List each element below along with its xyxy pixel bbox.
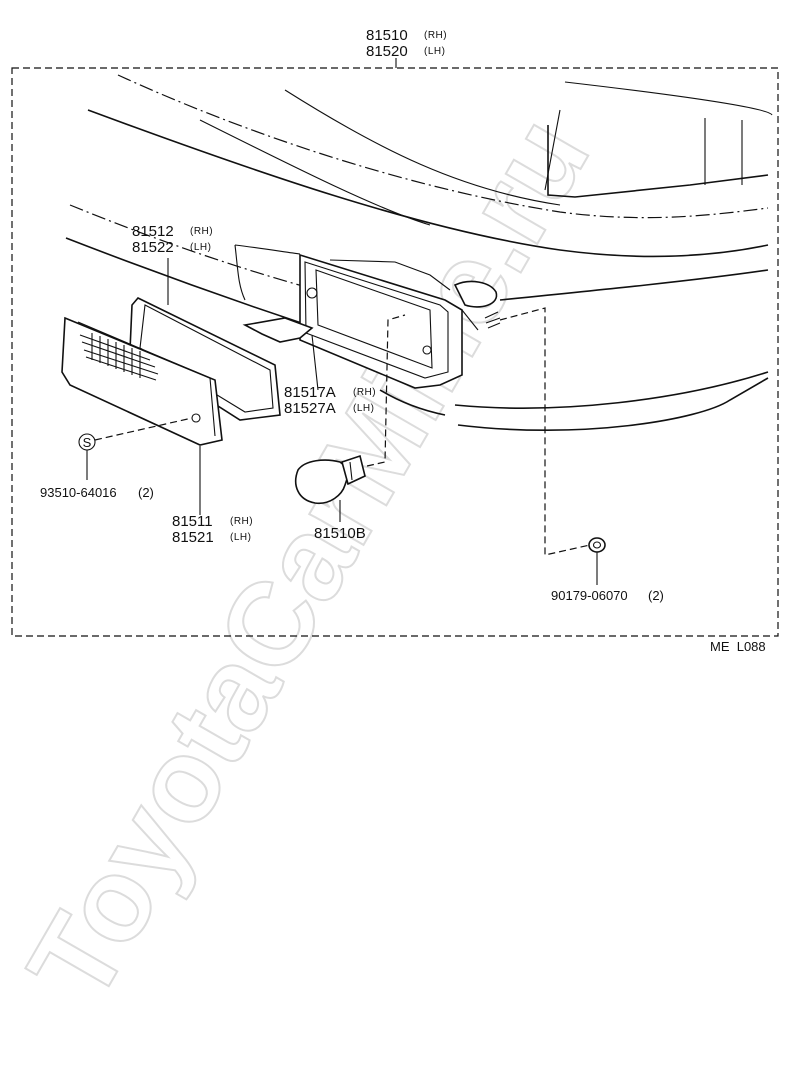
screw-symbol: S	[83, 435, 92, 450]
label-lens: 81511 (RH) 81521 (LH)	[172, 513, 253, 546]
label-bulb: 81510B	[314, 525, 366, 542]
nut-qty: (2)	[648, 588, 664, 603]
label-gasket: 81512 (RH) 81522 (LH)	[132, 223, 213, 256]
label-screw: 93510-64016 (2)	[40, 485, 154, 500]
gasket-side: (RH)	[190, 226, 213, 237]
bracket-side: (RH)	[353, 387, 376, 398]
screw: S	[78, 433, 96, 451]
bracket	[242, 317, 314, 343]
gasket-part-no-2: 81522	[132, 239, 174, 256]
gasket-side-2: (LH)	[190, 242, 211, 253]
assembly-part-no-2: 81520	[366, 43, 408, 60]
lens-part-no-2: 81521	[172, 529, 214, 546]
lens-texture	[79, 333, 159, 381]
nut-part-no: 90179-06070	[551, 588, 628, 603]
bulb	[294, 454, 366, 505]
bracket-side-2: (LH)	[353, 403, 374, 414]
assembly-side: (RH)	[424, 30, 447, 41]
screw-qty: (2)	[138, 485, 154, 500]
bulb-part-no: 81510B	[314, 525, 366, 542]
gasket	[129, 297, 281, 421]
watermark-text: ToyotaCarMine.ru	[3, 96, 614, 1023]
label-bracket: 81517A (RH) 81527A (LH)	[284, 384, 376, 417]
gasket-part-no: 81512	[132, 223, 174, 240]
lens-side: (RH)	[230, 516, 253, 527]
label-nut: 90179-06070 (2)	[551, 588, 664, 603]
lamp-housing	[299, 253, 501, 389]
lens-side-2: (LH)	[230, 532, 251, 543]
diagram-code: ME L088	[710, 639, 766, 654]
assembly-boundary	[11, 58, 779, 637]
assembly-part-no: 81510	[366, 27, 408, 44]
bracket-part-no-2: 81527A	[284, 400, 336, 417]
screw-part-no: 93510-64016	[40, 485, 117, 500]
lens	[61, 316, 223, 446]
leader-lines	[86, 258, 598, 585]
assembly-side-2: (LH)	[424, 46, 445, 57]
nut	[588, 537, 606, 553]
label-assembly: 81510 (RH) 81520 (LH)	[366, 27, 447, 60]
lens-part-no: 81511	[172, 513, 213, 530]
bracket-part-no: 81517A	[284, 384, 336, 401]
